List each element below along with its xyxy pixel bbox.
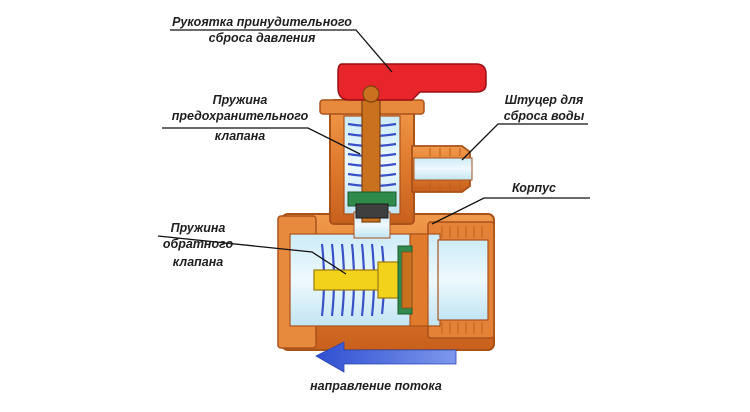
drain-fitting <box>411 145 473 193</box>
label-check-spring-line-2: обратного <box>163 237 234 251</box>
leader-lines <box>157 29 590 275</box>
label-check-spring-line-3: клапана <box>173 255 224 269</box>
label-safety-spring: Пружина предохранительного клапана <box>172 93 309 143</box>
label-drain-fitting-line-1: Штуцер для <box>505 93 584 107</box>
label-safety-spring-line-2: предохранительного <box>172 109 309 123</box>
label-handle: Рукоятка принудительного сброса давления <box>172 15 352 45</box>
label-handle-line-2: сброса давления <box>209 31 316 45</box>
label-drain-fitting: Штуцер для сброса воды <box>504 93 585 123</box>
label-drain-fitting-line-2: сброса воды <box>504 109 585 123</box>
label-handle-line-1: Рукоятка принудительного <box>172 15 352 29</box>
valve-body <box>277 213 495 351</box>
label-body-line-1: Корпус <box>512 181 556 195</box>
label-flow: направление потока <box>310 379 442 393</box>
label-flow-line-1: направление потока <box>310 379 442 393</box>
label-check-spring-line-1: Пружина <box>171 221 226 235</box>
label-safety-spring-line-1: Пружина <box>213 93 268 107</box>
label-safety-spring-line-3: клапана <box>215 129 266 143</box>
check-valve-assembly <box>313 243 413 317</box>
pressure-release-handle <box>337 63 487 103</box>
flow-direction-arrow <box>315 341 457 373</box>
label-check-spring: Пружина обратного клапана <box>163 221 234 269</box>
label-body: Корпус <box>512 181 556 195</box>
safety-valve-spring <box>347 83 397 223</box>
